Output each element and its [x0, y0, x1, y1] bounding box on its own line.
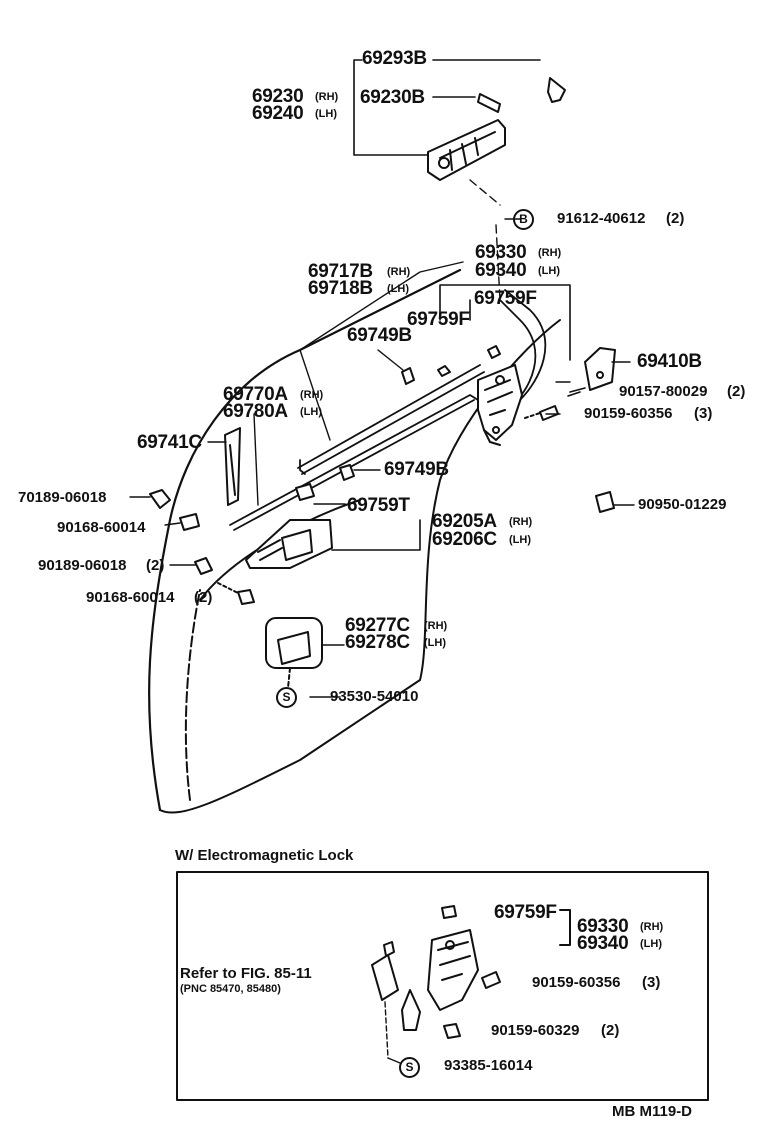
label-70189: 70189-06018: [18, 489, 107, 506]
label-69277C: 69277C: [345, 615, 410, 636]
label-69759F-a: 69759F: [474, 288, 537, 309]
inset-tag-rh: (RH): [640, 921, 664, 933]
label-69230B: 69230B: [360, 87, 425, 108]
label-69780A: 69780A: [223, 401, 288, 422]
bolt-90168-lower: [217, 582, 255, 605]
clip-69759T: [295, 483, 346, 505]
tag-lh: (LH): [538, 265, 560, 277]
s-marker: S: [276, 687, 297, 708]
label-69749B-a: 69749B: [347, 325, 412, 346]
label-69718B: 69718B: [308, 278, 373, 299]
qty-90159-60356: (3): [694, 405, 713, 422]
qty-90157: (2): [727, 383, 746, 400]
label-69770A: 69770A: [223, 384, 288, 405]
clip-69749B-upper: [377, 349, 415, 385]
tag-rh: (RH): [315, 91, 339, 103]
leader-lines: [253, 218, 571, 698]
label-69340: 69340: [475, 260, 527, 281]
tag-rh: (RH): [387, 266, 411, 278]
label-69278C: 69278C: [345, 632, 410, 653]
label-69759T: 69759T: [347, 495, 410, 516]
label-90159-60356: 90159-60356: [584, 405, 673, 422]
screws-90159-60356: [524, 405, 559, 421]
lever-69741C: [207, 427, 241, 506]
label-69206C: 69206C: [432, 529, 497, 550]
tag-lh: (LH): [300, 406, 322, 418]
label-69230: 69230: [252, 86, 304, 107]
clip-69749B-lower: [339, 464, 381, 481]
label-69330: 69330: [475, 242, 527, 263]
label-69410B: 69410B: [637, 351, 702, 372]
control-rods: [229, 364, 485, 531]
inset-lock-assembly: [401, 905, 571, 1039]
label-69759F-b: 69759F: [407, 309, 470, 330]
label-90168-a: 90168-60014: [57, 519, 146, 536]
inset-tag-lh: (LH): [640, 938, 662, 950]
tag-lh: (LH): [509, 534, 531, 546]
striker-69410B: [567, 347, 631, 397]
inset-ref-text: Refer to FIG. 85-11: [180, 965, 312, 982]
tag-lh: (LH): [424, 637, 446, 649]
tag-lh: (LH): [315, 108, 337, 120]
inset-label-93385: 93385-16014: [444, 1057, 533, 1074]
figure-code: MB M119-D: [612, 1103, 693, 1120]
plug-90950: [595, 491, 635, 513]
label-90189: 90189-06018: [38, 557, 127, 574]
inset-solenoid: [371, 941, 401, 1064]
qty-90168-b: (2): [194, 589, 213, 606]
inside-handle-69205A: [245, 519, 421, 569]
tag-rh: (RH): [300, 389, 324, 401]
outside-handle-69230: [427, 77, 566, 181]
bolt-90168-upper: [164, 513, 200, 531]
inset-label-90159-60329: 90159-60329: [491, 1022, 580, 1039]
door-lock-assembly-69330: [477, 364, 523, 446]
bezel-69277C: [265, 617, 345, 689]
label-69205A: 69205A: [432, 511, 497, 532]
label-69749B-b: 69749B: [384, 459, 449, 480]
label-69240: 69240: [252, 103, 304, 124]
tag-rh: (RH): [509, 516, 533, 528]
tag-rh: (RH): [424, 620, 448, 632]
inset-label-69330: 69330: [577, 916, 629, 937]
inset-qty-90159-60329: (2): [601, 1022, 620, 1039]
tag-lh: (LH): [387, 283, 409, 295]
label-90157: 90157-80029: [619, 383, 708, 400]
qty-90189: (2): [146, 557, 165, 574]
label-91612: 91612-40612: [557, 210, 646, 227]
tag-rh: (RH): [538, 247, 562, 259]
label-90168-b: 90168-60014: [86, 589, 175, 606]
bracket-69230-group: [353, 59, 541, 156]
inset-qty-90159-60356: (3): [642, 974, 661, 991]
label-69717B: 69717B: [308, 261, 373, 282]
qty-91612: (2): [666, 210, 685, 227]
inset-ref-pnc: (PNC 85470, 85480): [180, 983, 281, 995]
inset-label-69340: 69340: [577, 933, 629, 954]
inset-frame: [176, 871, 709, 1101]
bracket-69759F-group: [439, 284, 571, 361]
label-93530: 93530-54010: [330, 688, 419, 705]
grommet-90189: [169, 557, 213, 575]
inset-label-69759F: 69759F: [494, 902, 557, 923]
label-90950: 90950-01229: [638, 496, 727, 513]
grommet-70189: [129, 489, 171, 509]
label-69293B: 69293B: [362, 48, 427, 69]
inset-label-90159-60356: 90159-60356: [532, 974, 621, 991]
label-69741C: 69741C: [137, 432, 202, 453]
inset-title: W/ Electromagnetic Lock: [175, 847, 354, 864]
inset-s-marker: S: [399, 1057, 420, 1078]
b-marker: B: [513, 209, 534, 230]
